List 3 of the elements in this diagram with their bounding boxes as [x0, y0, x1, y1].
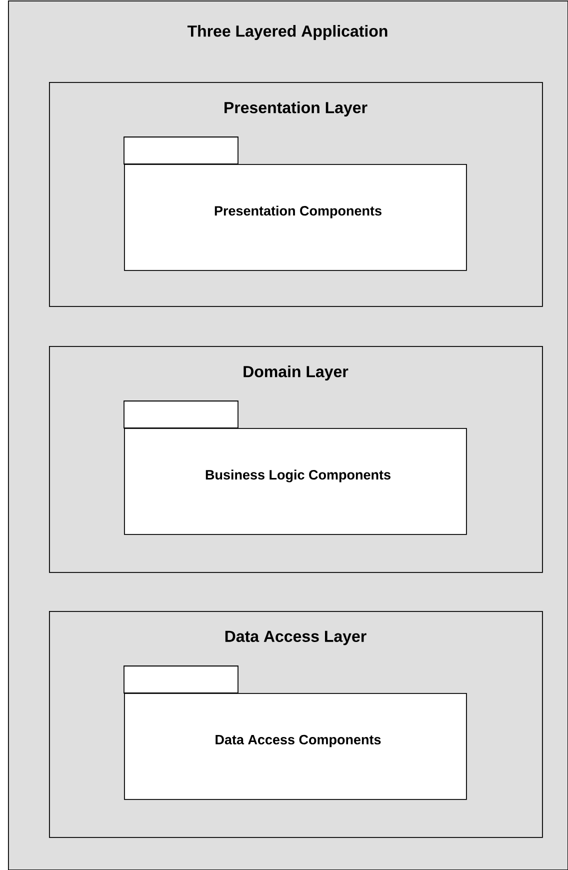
package-box: Data Access Components — [124, 666, 467, 800]
package-box: Presentation Components — [124, 136, 467, 271]
package-box: Business Logic Components — [124, 400, 467, 535]
